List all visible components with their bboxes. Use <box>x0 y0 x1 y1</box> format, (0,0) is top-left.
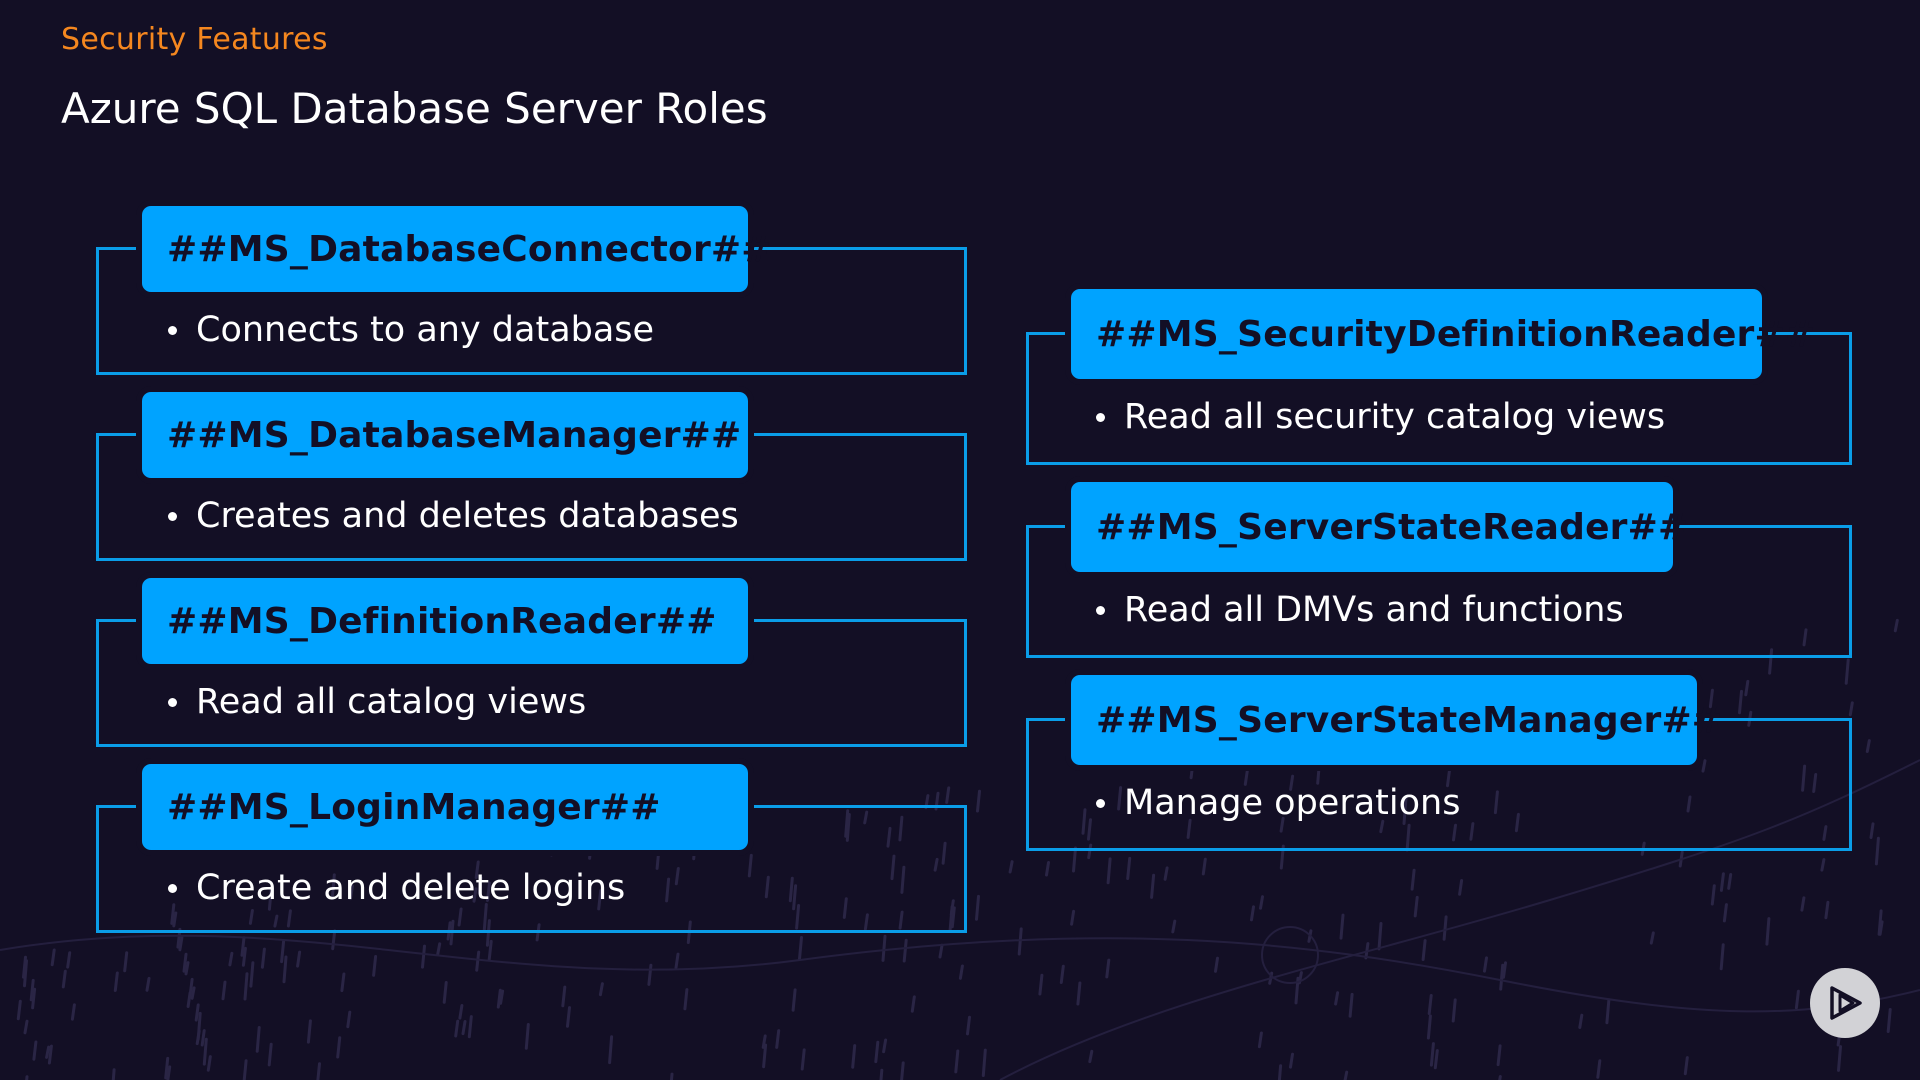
role-description-text: Read all DMVs and functions <box>1124 590 1624 630</box>
role-description-text: Connects to any database <box>196 310 655 350</box>
role-description-login-manager: Create and delete logins <box>168 864 625 912</box>
bullet-icon <box>168 325 177 335</box>
role-badge-database-manager: ##MS_DatabaseManager## <box>142 392 748 478</box>
play-logo-glyph <box>1830 986 1862 1020</box>
role-description-text: Creates and deletes databases <box>196 496 739 536</box>
bullet-icon <box>168 883 177 893</box>
role-badge-login-manager: ##MS_LoginManager## <box>142 764 748 850</box>
bullet-icon <box>168 697 177 707</box>
role-description-security-definition-reader: Read all security catalog views <box>1096 393 1665 441</box>
role-description-text: Create and delete logins <box>196 868 626 908</box>
role-description-text: Read all security catalog views <box>1124 397 1666 437</box>
bullet-icon <box>1096 605 1105 615</box>
play-logo-icon <box>1810 968 1880 1038</box>
role-badge-server-state-manager: ##MS_ServerStateManager## <box>1071 675 1722 765</box>
bullet-icon <box>168 511 177 521</box>
role-description-text: Manage operations <box>1124 783 1461 823</box>
role-badge-security-definition-reader: ##MS_SecurityDefinitionReader## <box>1071 289 1815 379</box>
bullet-icon <box>1096 412 1105 422</box>
role-description-text: Read all catalog views <box>196 682 587 722</box>
bullet-icon <box>1096 798 1105 808</box>
section-eyebrow: Security Features <box>61 22 328 57</box>
role-description-database-connector: Connects to any database <box>168 306 654 354</box>
page-title: Azure SQL Database Server Roles <box>61 84 768 133</box>
role-description-server-state-reader: Read all DMVs and functions <box>1096 586 1624 634</box>
role-badge-server-state-reader: ##MS_ServerStateReader## <box>1071 482 1688 572</box>
role-badge-definition-reader: ##MS_DefinitionReader## <box>142 578 748 664</box>
role-description-server-state-manager: Manage operations <box>1096 779 1460 827</box>
role-description-database-manager: Creates and deletes databases <box>168 492 739 540</box>
role-badge-database-connector: ##MS_DatabaseConnector## <box>142 206 771 292</box>
role-description-definition-reader: Read all catalog views <box>168 678 586 726</box>
